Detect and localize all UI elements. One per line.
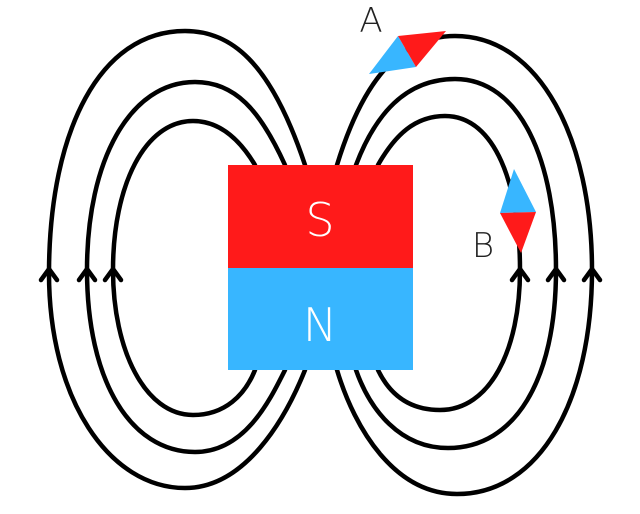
compass-b-north-end <box>500 212 536 253</box>
compass-a-north-end <box>398 31 446 67</box>
compass-a-label: A <box>359 1 382 41</box>
north-pole-label: N <box>303 298 337 352</box>
compass-b: B <box>472 169 536 266</box>
arrow-up-icon <box>509 266 531 283</box>
arrow-up-icon <box>76 266 98 283</box>
magnet-south-pole <box>228 165 413 268</box>
compass-b-south-end <box>500 169 536 213</box>
arrow-up-icon <box>102 266 124 283</box>
compass-a-south-end <box>369 36 416 74</box>
arrow-up-icon <box>38 266 60 283</box>
compass-b-label: B <box>472 226 494 266</box>
arrow-up-icon <box>581 266 603 283</box>
south-pole-label: S <box>305 193 334 247</box>
compass-a: A <box>359 1 446 74</box>
field-arrows <box>38 266 603 283</box>
bar-magnet: S N <box>228 165 413 370</box>
arrow-up-icon <box>545 266 567 283</box>
magnet-north-pole <box>228 268 413 370</box>
